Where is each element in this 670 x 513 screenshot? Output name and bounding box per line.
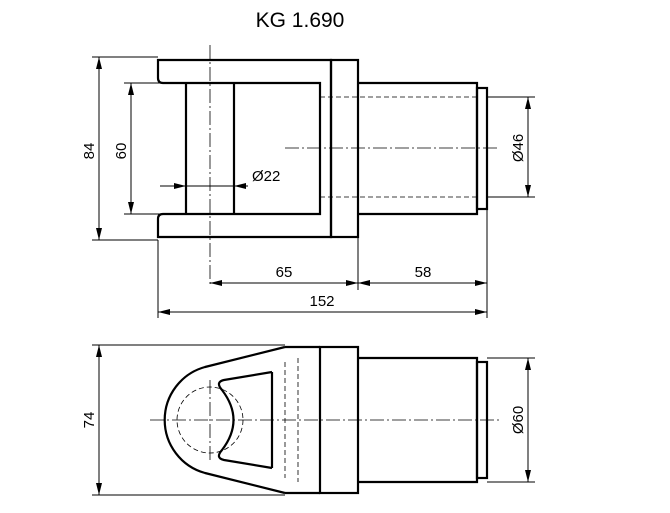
fork-outline	[156, 58, 333, 239]
dim-60: 60	[113, 143, 130, 160]
shank	[358, 81, 479, 216]
dim-152: 152	[309, 293, 334, 310]
dim-74: 74	[81, 412, 98, 429]
dim-65: 65	[276, 264, 293, 281]
dim-84: 84	[81, 143, 98, 160]
drawing-title: KG 1.690	[256, 9, 345, 32]
side-view: 74 Ø60	[81, 344, 535, 496]
dim-shank-diameter-46: Ø46	[510, 134, 527, 162]
eye-outline	[163, 345, 286, 495]
dim-58: 58	[415, 264, 432, 281]
collar	[329, 58, 360, 239]
dim-hole-diameter: Ø22	[252, 168, 280, 185]
top-view: 84 60 Ø22 Ø46 65 58	[81, 45, 535, 318]
dim-shank-diameter-60: Ø60	[510, 406, 527, 434]
